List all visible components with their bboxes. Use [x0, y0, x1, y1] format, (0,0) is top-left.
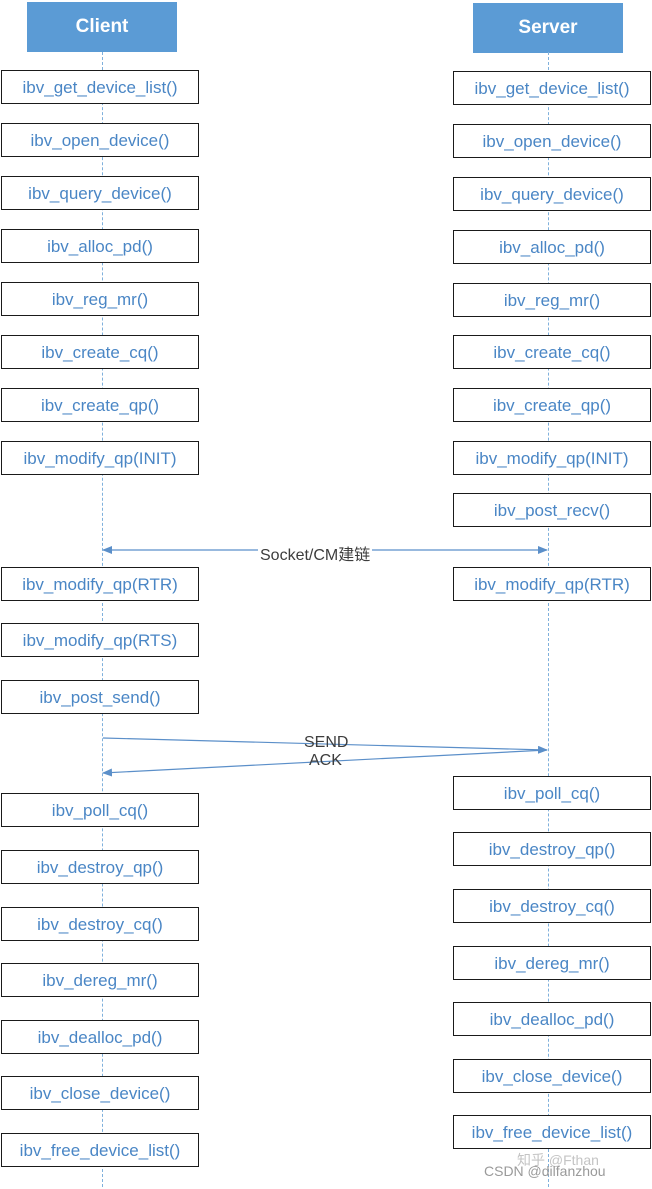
client-call: ibv_open_device() [1, 123, 199, 157]
client-call: ibv_query_device() [1, 176, 199, 210]
ack-arrow [102, 749, 548, 777]
ack-label: ACK [309, 752, 342, 769]
server-call: ibv_dereg_mr() [453, 946, 651, 980]
server-call: ibv_open_device() [453, 124, 651, 158]
server-call: ibv_free_device_list() [453, 1115, 651, 1149]
server-call: ibv_alloc_pd() [453, 230, 651, 264]
server-call: ibv_dealloc_pd() [453, 1002, 651, 1036]
client-call: ibv_modify_qp(INIT) [1, 441, 199, 475]
client-call: ibv_alloc_pd() [1, 229, 199, 263]
client-call: ibv_reg_mr() [1, 282, 199, 316]
client-lifeline [102, 52, 103, 1187]
server-call: ibv_destroy_qp() [453, 832, 651, 866]
client-call: ibv_create_qp() [1, 388, 199, 422]
client-call: ibv_create_cq() [1, 335, 199, 369]
client-call: ibv_poll_cq() [1, 793, 199, 827]
server-call: ibv_modify_qp(RTR) [453, 567, 651, 601]
server-call: ibv_post_recv() [453, 493, 651, 527]
client-call: ibv_free_device_list() [1, 1133, 199, 1167]
socket-cm-label: Socket/CM建链 [258, 541, 373, 565]
server-lifeline [548, 52, 549, 1187]
server-call: ibv_modify_qp(INIT) [453, 441, 651, 475]
server-call: ibv_close_device() [453, 1059, 651, 1093]
server-call: ibv_destroy_cq() [453, 889, 651, 923]
csdn-watermark: CSDN @dilfanzhou [484, 1163, 606, 1179]
client-call: ibv_destroy_qp() [1, 850, 199, 884]
server-call: ibv_query_device() [453, 177, 651, 211]
server-call: ibv_get_device_list() [453, 71, 651, 105]
client-call: ibv_dereg_mr() [1, 963, 199, 997]
client-call: ibv_post_send() [1, 680, 199, 714]
send-arrow [102, 737, 548, 754]
client-header: Client [27, 2, 177, 52]
send-label: SEND [304, 734, 349, 751]
client-call: ibv_dealloc_pd() [1, 1020, 199, 1054]
server-call: ibv_create_cq() [453, 335, 651, 369]
server-call: ibv_reg_mr() [453, 283, 651, 317]
client-call: ibv_destroy_cq() [1, 907, 199, 941]
client-call: ibv_close_device() [1, 1076, 199, 1110]
client-call: ibv_modify_qp(RTR) [1, 567, 199, 601]
client-call: ibv_get_device_list() [1, 70, 199, 104]
client-call: ibv_modify_qp(RTS) [1, 623, 199, 657]
server-call: ibv_create_qp() [453, 388, 651, 422]
zhihu-watermark: 知乎 @Fthan [517, 1152, 599, 1168]
server-call: ibv_poll_cq() [453, 776, 651, 810]
server-header: Server [473, 3, 623, 53]
